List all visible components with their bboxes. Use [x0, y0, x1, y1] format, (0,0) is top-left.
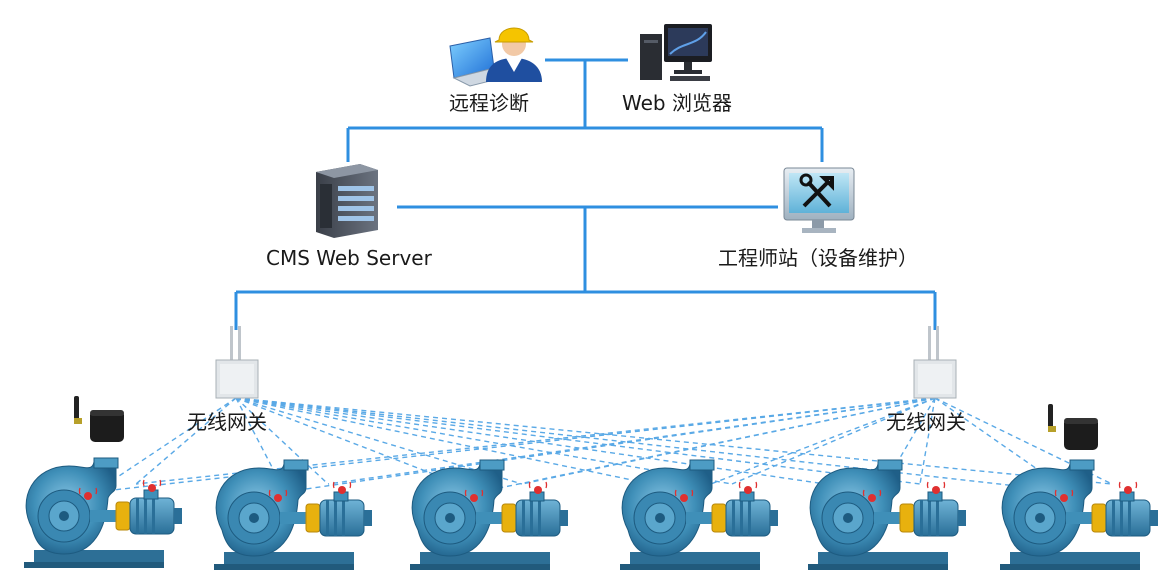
label-engineer-station: 工程师站（设备维护） [718, 246, 918, 270]
desktop-computer-icon [640, 24, 712, 81]
server-rack-icon [316, 164, 378, 238]
wireless-sensor-node-icon [1048, 404, 1098, 450]
centrifugal-blower-icon [807, 459, 967, 571]
label-gateway-right: 无线网关 [886, 410, 966, 434]
wireless-gateway-icon [913, 326, 957, 399]
network-lines [234, 58, 937, 330]
engineer-at-laptop-icon [449, 27, 542, 87]
wireless-sensor-node-icon [74, 396, 124, 442]
wireless-gateway-icon [215, 326, 259, 399]
monitor-with-tools-icon [783, 167, 855, 233]
label-gateway-left: 无线网关 [187, 410, 267, 434]
label-remote-diagnosis: 远程诊断 [449, 91, 529, 115]
centrifugal-blower-icon [23, 457, 183, 569]
centrifugal-blower-icon [409, 459, 569, 571]
label-cms-web-server: CMS Web Server [266, 246, 432, 270]
centrifugal-blower-icon [619, 459, 779, 571]
label-web-browser: Web 浏览器 [622, 91, 732, 115]
centrifugal-blower-icon [999, 459, 1159, 571]
centrifugal-blower-icon [213, 459, 373, 571]
